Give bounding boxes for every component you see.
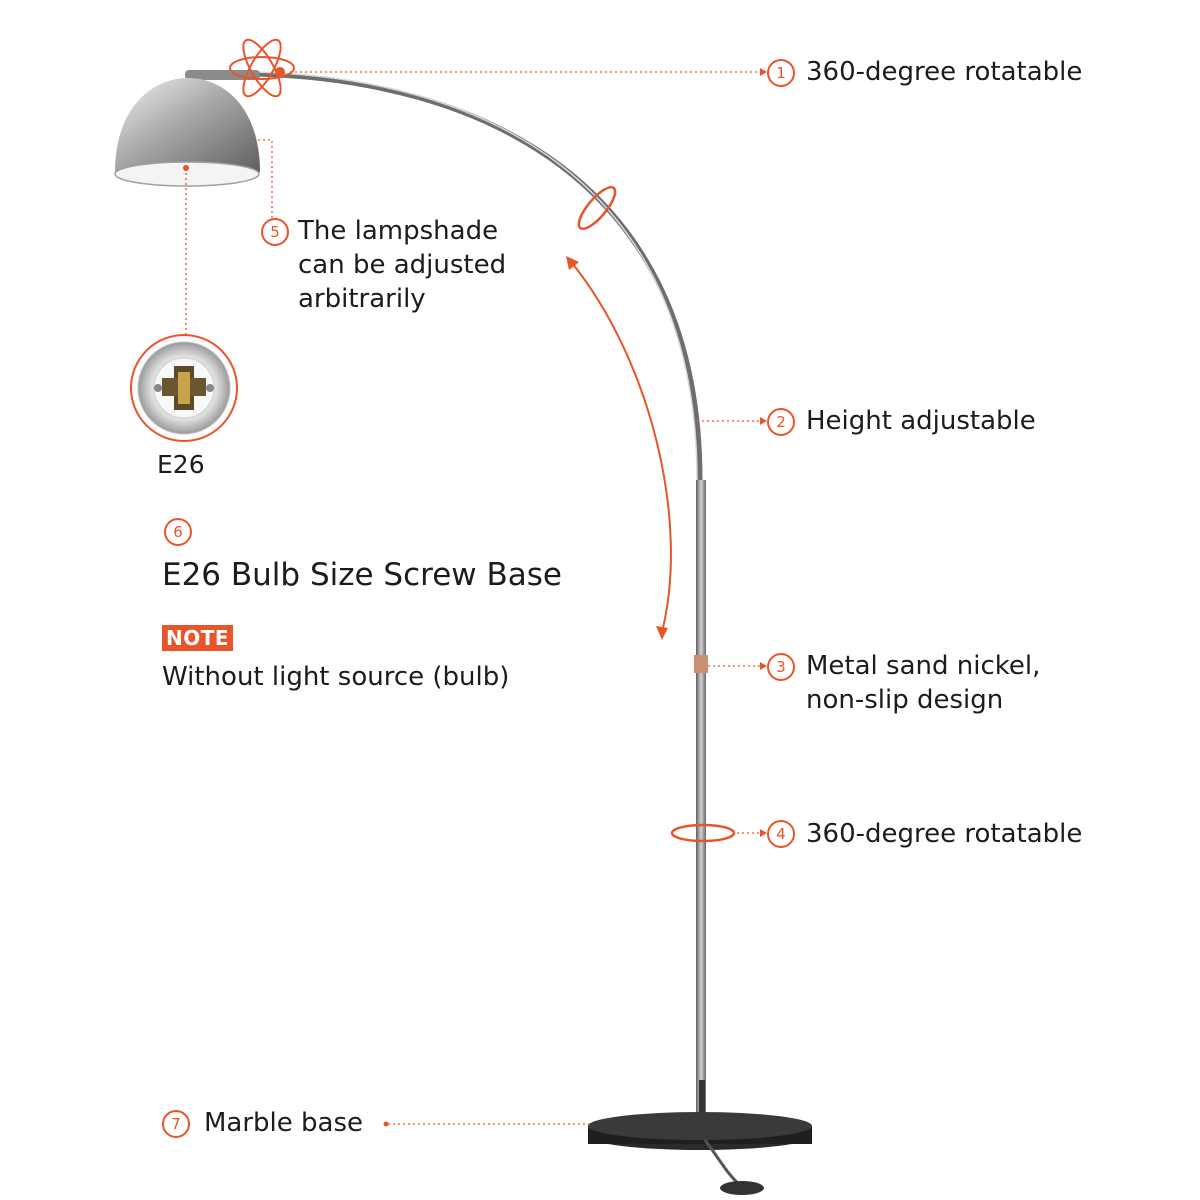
arm-rotation-ring xyxy=(577,186,617,230)
leader-lines xyxy=(185,71,760,1125)
lampshade xyxy=(114,78,260,187)
feature-3-label-line2: non-slip design xyxy=(806,685,1004,715)
feature-4-label: 360-degree rotatable xyxy=(806,819,1083,849)
marble-base xyxy=(588,1112,812,1195)
feature-6-number: 6 xyxy=(164,518,192,546)
rotation-symbol xyxy=(229,38,295,98)
feature-5-label-line1: The lampshade xyxy=(298,216,499,246)
height-arrow xyxy=(571,262,672,633)
feature-7-number: 7 xyxy=(162,1110,190,1138)
feature-1-label: 360-degree rotatable xyxy=(806,57,1083,87)
feature-7-label: Marble base xyxy=(204,1108,364,1138)
feature-5-label-line2: can be adjusted xyxy=(298,250,507,280)
feature-1-number: 1 xyxy=(767,59,795,87)
feature-6-label: E26 Bulb Size Screw Base xyxy=(162,557,562,593)
feature-4-number: 4 xyxy=(767,820,795,848)
lamp-arm xyxy=(185,70,703,481)
pole-rotation-ring xyxy=(670,823,736,843)
note-badge: NOTE xyxy=(162,625,234,651)
lamp-pole xyxy=(696,480,706,1140)
feature-5-number: 5 xyxy=(261,218,289,246)
feature-3-label-line1: Metal sand nickel, xyxy=(806,651,1041,681)
feature-5-label-line3: arbitrarily xyxy=(298,284,426,314)
pole-joint xyxy=(694,655,708,673)
feature-2-label: Height adjustable xyxy=(806,406,1036,436)
note-text: Without light source (bulb) xyxy=(162,662,510,692)
feature-3-number: 3 xyxy=(767,653,795,681)
feature-2-number: 2 xyxy=(767,408,795,436)
e26-socket-image xyxy=(130,334,238,442)
socket-label: E26 xyxy=(157,450,205,479)
